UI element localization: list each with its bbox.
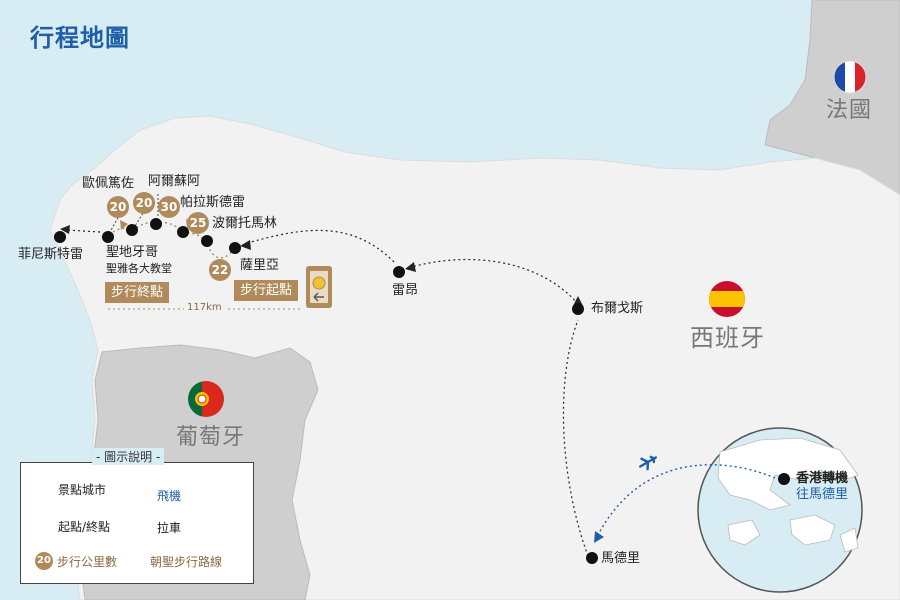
city-label-to-madrid: 往馬德里 [796,487,849,502]
france-landmass [764,0,900,196]
country-label-spain: 西班牙 [690,324,765,352]
city-dot-palas [177,226,189,238]
stage-km-badge: 25 [187,212,209,234]
stage-km-badge: 22 [209,259,231,281]
city-dot-finisterre [54,231,66,243]
drive-route-burgos-leon [407,258,579,305]
legend-drive-label: 拉車 [157,521,182,535]
spain-flag-icon [709,281,745,317]
city-label-finisterre: 菲尼斯特雷 [18,247,84,262]
city-label-santiago: 聖地牙哥 [106,245,159,260]
drive-route-santiago-finisterre [65,229,101,233]
legend-walk-km-label: 步行公里數 [57,555,118,569]
city-dot-sarria [229,242,241,254]
flight-route [597,464,776,536]
city-label-hongkong: 香港轉機 [796,471,849,486]
legend-title: - 圖示說明 - [92,448,165,465]
drive-route-leon-sarria [243,229,395,263]
stage-km-badge: 20 [133,192,155,214]
legend-flight-label: 飛機 [157,489,182,503]
city-label-portomarin: 波爾托馬林 [212,216,278,231]
stage-km-badge: 20 [107,196,129,218]
portugal-flag-icon [188,381,224,417]
city-label-madrid: 馬德里 [601,551,641,566]
city-dot-santiago [102,231,114,243]
city-label-sarria: 薩里亞 [240,258,280,273]
airplane-icon [639,455,657,471]
city-label-palas: 帕拉斯德雷 [180,195,246,210]
city-label-burgos: 布爾戈斯 [591,301,644,316]
city-label-opeixoso: 歐佩篤佐 [82,176,135,191]
legend-route-label: 朝聖步行路線 [150,555,223,569]
city-dot-leon [393,266,405,278]
hong-kong-inset [697,427,863,593]
legend-city-label: 景點城市 [58,483,107,497]
country-label-france: 法國 [826,98,873,123]
city-dot-arzua [150,218,162,230]
city-label-arzua: 阿爾蘇阿 [148,174,201,189]
stage-km-badge: 30 [158,196,180,218]
legend-start-end-label: 起點/終點 [58,520,111,534]
drive-route-madrid-burgos [562,319,589,557]
city-dot-burgos [572,303,584,315]
map-title: 行程地圖 [30,24,130,52]
country-label-portugal: 葡萄牙 [176,425,246,450]
walk-start-badge: 步行起點 [234,280,299,301]
legend-km-badge: 20 [35,552,53,570]
city-dot-portomarin [201,235,213,247]
distance-total-label: 117km [184,303,225,313]
city-label-cathedral: 聖雅各大教堂 [106,262,172,275]
passport-stamp-icon [306,266,332,308]
city-dot-opeixoso [126,224,138,236]
city-dot-madrid [586,552,598,564]
city-dot-hongkong [778,473,790,485]
france-flag-icon [833,60,867,94]
walk-end-badge: 步行終點 [105,282,170,303]
legend-box [20,462,254,584]
city-label-leon: 雷昂 [392,283,419,298]
